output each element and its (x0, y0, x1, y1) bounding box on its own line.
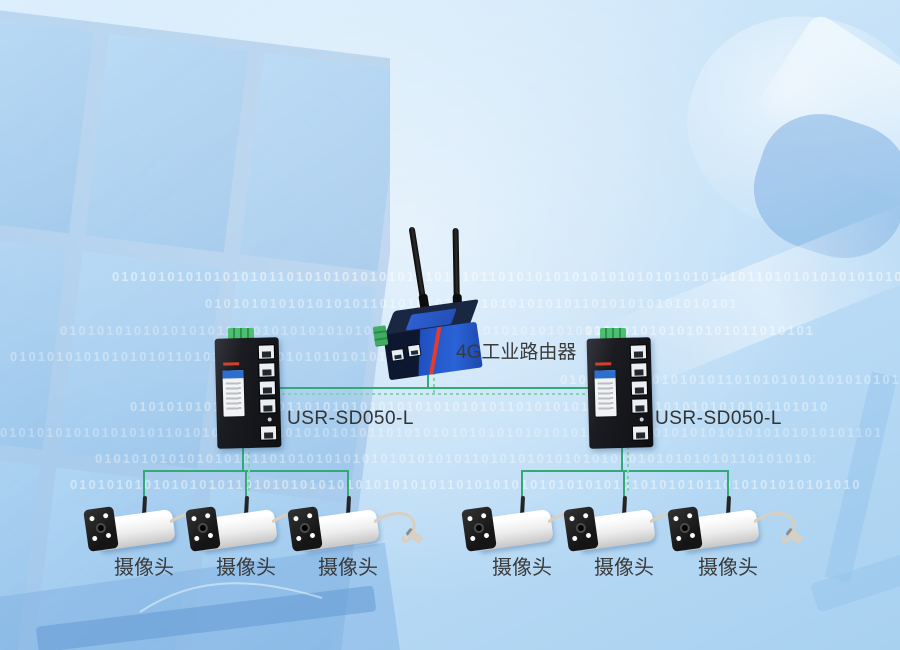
binary-code-row: 0101010101010101011010101010101010101010… (130, 399, 830, 414)
camera-cable (754, 512, 796, 544)
router-ethernet-port (406, 343, 422, 358)
switch-left-device (214, 328, 282, 449)
switch-ethernet-port (259, 398, 277, 414)
camera-ir-led (191, 515, 197, 522)
switch-ethernet-port (258, 362, 276, 378)
camera-lens (197, 522, 209, 534)
camera-ir-led (193, 535, 200, 542)
camera-front (461, 506, 497, 552)
router-label: 4G工业路由器 (456, 342, 577, 363)
camera-ir-led (102, 512, 109, 519)
camera-ir-led (467, 515, 473, 522)
camera-label: 摄像头 (318, 557, 378, 579)
camera-device (667, 492, 818, 558)
binary-code-row: 0101010101010101011010101010101010101010… (60, 323, 620, 338)
switch-ethernet-port (631, 398, 649, 414)
switch-red-marking (595, 362, 612, 366)
switch-body (214, 337, 282, 449)
camera-ir-led (686, 512, 693, 519)
camera-ir-led (105, 532, 112, 539)
camera-lens (95, 522, 107, 534)
camera-ir-led (483, 532, 490, 539)
camera-ir-led (309, 532, 316, 539)
camera-ir-led (469, 535, 476, 542)
switch-ethernet-port (630, 380, 649, 396)
camera-ir-led (295, 535, 302, 542)
camera-front (83, 506, 119, 552)
router-antenna-right-icon (452, 227, 460, 313)
switch-led (267, 417, 272, 422)
camera-label: 摄像头 (492, 557, 552, 579)
switch-right-label: USR-SD050-L (655, 408, 782, 429)
camera-ir-led (569, 515, 575, 522)
switch-body (586, 337, 654, 449)
camera-ir-led (571, 535, 578, 542)
camera-ir-led (582, 512, 589, 519)
camera-label: 摄像头 (594, 557, 654, 579)
router-ethernet-port (390, 348, 405, 362)
camera-ir-led (585, 532, 592, 539)
switch-red-marking (223, 362, 240, 366)
router-terminal-block (372, 325, 389, 347)
switch-left-label: USR-SD050-L (287, 408, 414, 429)
switch-ethernet-port (257, 344, 276, 360)
camera-lens (575, 522, 587, 534)
switch-ethernet-port (258, 380, 277, 396)
switch-sticker (222, 370, 245, 417)
binary-code-row: 0101010101010101011010101010101010101010… (585, 323, 815, 338)
switch-ethernet-port (631, 425, 650, 441)
camera-lens (473, 522, 485, 534)
router-antenna-left-icon (408, 226, 428, 313)
camera-front (185, 506, 221, 552)
switch-ethernet-port (630, 362, 648, 378)
camera-label: 摄像头 (216, 557, 276, 579)
switch-ethernet-port (259, 425, 278, 441)
camera-ir-led (689, 532, 696, 539)
switch-ethernet-port (629, 344, 648, 360)
binary-code-row: 0101010101010101011010101010101010101010… (112, 269, 900, 284)
camera-device (287, 492, 438, 558)
camera-ir-led (207, 532, 214, 539)
camera-front (563, 506, 599, 552)
binary-code-row: 0101010101010101011010101010101010101010… (95, 451, 815, 466)
camera-ir-led (306, 512, 313, 519)
camera-label: 摄像头 (698, 557, 758, 579)
camera-front (287, 506, 323, 552)
camera-ir-led (204, 512, 211, 519)
camera-ir-led (673, 515, 679, 522)
switch-sticker (594, 370, 617, 417)
camera-lens (679, 522, 691, 534)
camera-cable (374, 512, 416, 544)
camera-ir-led (91, 535, 98, 542)
camera-ir-led (480, 512, 487, 519)
camera-ir-led (89, 515, 95, 522)
camera-front (667, 506, 703, 552)
camera-ir-led (293, 515, 299, 522)
camera-ir-led (675, 535, 682, 542)
switch-led (639, 417, 644, 422)
binary-code-row: 0101010101010101011010101010101010101010… (70, 477, 860, 492)
switch-right-device (586, 328, 654, 449)
camera-lens (299, 522, 311, 534)
camera-label: 摄像头 (114, 557, 174, 579)
